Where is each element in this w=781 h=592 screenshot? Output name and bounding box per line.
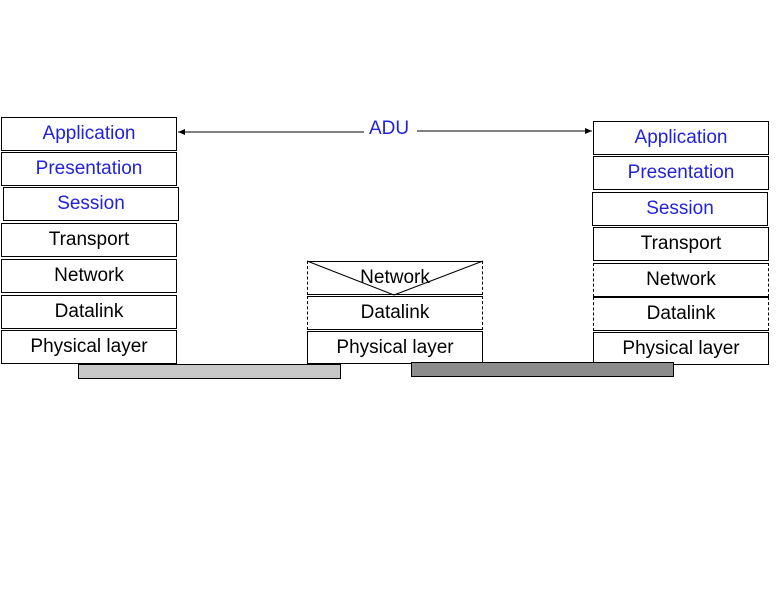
right-layer-physical: Physical layer [593, 332, 769, 365]
right-layer-network: Network [593, 263, 769, 297]
left-layer-physical: Physical layer [1, 330, 177, 364]
left-layer-datalink: Datalink [1, 295, 177, 329]
middle-layer-network: Network [307, 261, 483, 295]
left-layer-session: Session [3, 187, 179, 221]
right-layer-presentation: Presentation [593, 156, 769, 190]
physical-link-right [411, 362, 674, 377]
middle-layer-datalink: Datalink [307, 296, 483, 330]
left-layer-presentation: Presentation [1, 152, 177, 186]
left-layer-network: Network [1, 259, 177, 293]
right-layer-datalink: Datalink [593, 297, 769, 331]
middle-layer-physical: Physical layer [307, 331, 483, 364]
physical-link-left [78, 364, 341, 379]
left-layer-application: Application [1, 117, 177, 151]
adu-label: ADU [364, 118, 414, 140]
right-layer-application: Application [593, 121, 769, 155]
right-layer-session: Session [592, 192, 768, 226]
right-layer-transport: Transport [593, 227, 769, 261]
left-layer-transport: Transport [1, 223, 177, 257]
